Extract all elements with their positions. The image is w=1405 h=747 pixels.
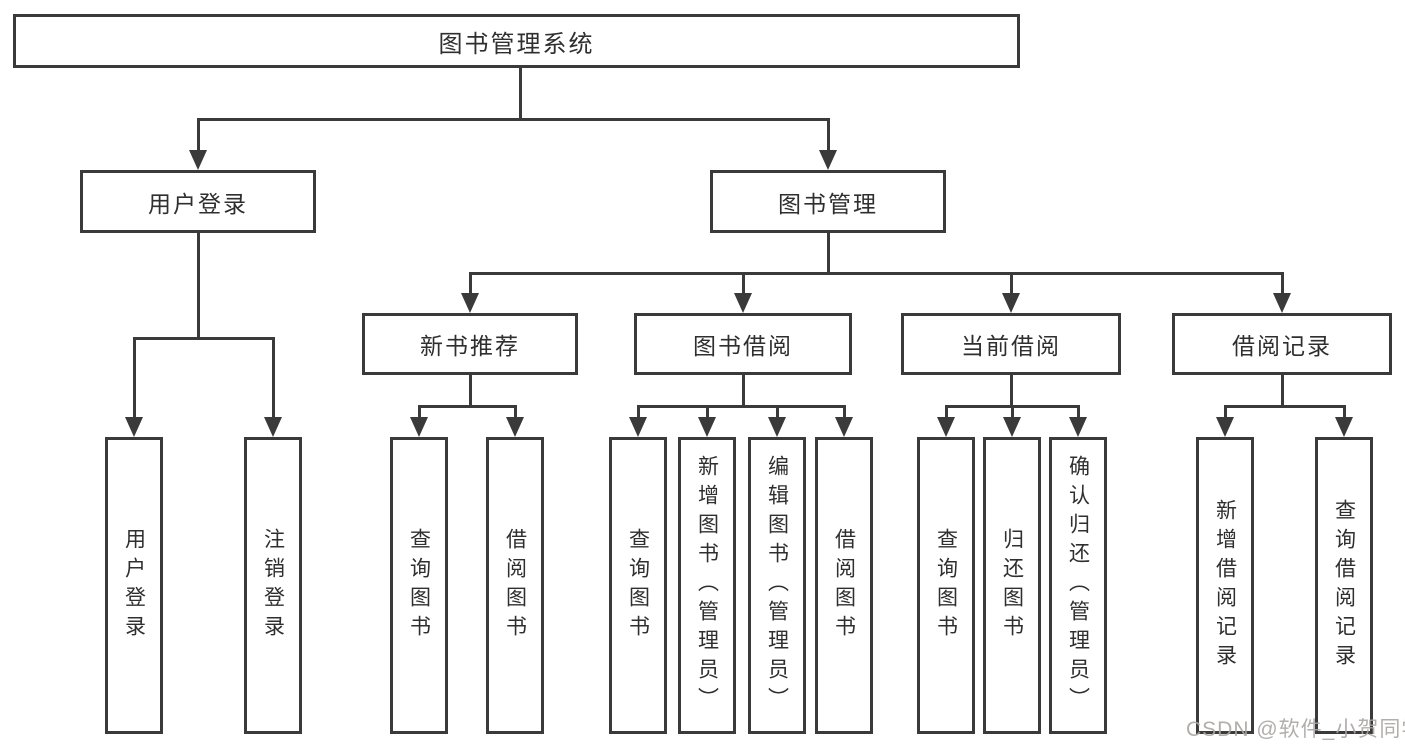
arrowhead-leaf-query-books-3 (937, 417, 955, 437)
leaf-add-books-admin: 新增图书（管理员） (678, 437, 736, 734)
csdn-watermark: CSDN @软件_小贺同学 (1186, 718, 1405, 741)
connector-to-leaf-confirm-return (1077, 405, 1080, 419)
connector-user-login-stem (197, 233, 200, 337)
arrowhead-leaf-edit-books (768, 417, 786, 437)
connector-book-mgmt-stem (827, 233, 830, 272)
arrowhead-user-login (189, 150, 207, 170)
connector-to-book-borrow (742, 272, 745, 295)
leaf-borrow-books-recommend: 借阅图书 (486, 437, 544, 734)
node-book-management-label: 图书管理 (778, 190, 878, 217)
connector-to-leaf-query-record (1343, 405, 1346, 419)
connector-book-borrow-stem (742, 375, 745, 405)
leaf-logout: 注销登录 (244, 437, 302, 734)
node-new-book-recommend: 新书推荐 (362, 313, 578, 375)
connector-to-leaf-borrow-books-2 (843, 405, 846, 419)
arrowhead-book-borrow (734, 293, 752, 313)
arrowhead-leaf-return-books (1003, 417, 1021, 437)
node-book-management: 图书管理 (710, 170, 946, 233)
connector-current-borrow-stem (1010, 375, 1013, 405)
connector-root-hbar (197, 118, 830, 121)
node-user-login: 用户登录 (80, 170, 316, 233)
leaf-add-borrow-record: 新增借阅记录 (1196, 437, 1254, 734)
arrowhead-leaf-add-record (1216, 417, 1234, 437)
leaf-return-books: 归还图书 (983, 437, 1041, 734)
arrowhead-leaf-borrow-books-2 (835, 417, 853, 437)
arrowhead-leaf-query-books-1 (410, 417, 428, 437)
arrowhead-leaf-query-books-2 (629, 417, 647, 437)
leaf-add-borrow-record-label: 新增借阅记录 (1213, 498, 1237, 673)
connector-new-book-stem (469, 375, 472, 405)
leaf-edit-books-admin-label: 编辑图书（管理员） (765, 455, 789, 716)
connector-to-leaf-edit-books (776, 405, 779, 419)
connector-book-borrow-hbar (638, 405, 845, 408)
connector-root-to-user-login (197, 118, 200, 153)
connector-to-borrow-records (1281, 272, 1284, 295)
connector-to-leaf-query-books-1 (418, 405, 421, 419)
node-root: 图书管理系统 (13, 14, 1020, 68)
connector-root-to-book-mgmt (827, 118, 830, 153)
leaf-return-books-label: 归还图书 (1000, 527, 1024, 644)
connector-to-leaf-borrow-books-1 (514, 405, 517, 419)
connector-to-leaf-query-books-2 (637, 405, 640, 419)
leaf-user-login-label: 用户登录 (122, 527, 146, 644)
connector-to-leaf-return-books (1011, 405, 1014, 419)
arrowhead-leaf-query-record (1335, 417, 1353, 437)
connector-to-new-book (469, 272, 472, 295)
connector-user-login-hbar (133, 337, 275, 340)
node-user-login-label: 用户登录 (148, 190, 248, 217)
node-borrow-records: 借阅记录 (1172, 313, 1392, 375)
arrowhead-current-borrow (1002, 293, 1020, 313)
leaf-query-books-current-label: 查询图书 (934, 527, 958, 644)
leaf-query-borrow-record-label: 查询借阅记录 (1332, 498, 1356, 673)
connector-borrow-records-stem (1281, 375, 1284, 405)
node-book-borrow: 图书借阅 (634, 313, 852, 375)
connector-to-leaf-login (133, 337, 136, 419)
node-root-label: 图书管理系统 (438, 30, 595, 58)
connector-to-current-borrow (1010, 272, 1013, 295)
leaf-query-books-recommend-label: 查询图书 (407, 527, 431, 644)
leaf-user-login: 用户登录 (105, 437, 163, 734)
leaf-query-books-borrow: 查询图书 (609, 437, 667, 734)
leaf-borrow-books-label: 借阅图书 (832, 527, 856, 644)
arrowhead-leaf-confirm-return (1069, 417, 1087, 437)
connector-new-book-hbar (419, 405, 516, 408)
connector-book-mgmt-hbar (470, 272, 1283, 275)
connector-to-leaf-logout (272, 337, 275, 419)
node-book-borrow-label: 图书借阅 (693, 333, 793, 359)
leaf-borrow-books-recommend-label: 借阅图书 (503, 527, 527, 644)
arrowhead-new-book (461, 293, 479, 313)
leaf-borrow-books: 借阅图书 (815, 437, 873, 734)
connector-to-leaf-add-books (706, 405, 709, 419)
connector-to-leaf-query-books-3 (945, 405, 948, 419)
connector-borrow-records-hbar (1225, 405, 1345, 408)
arrowhead-leaf-borrow-books-1 (506, 417, 524, 437)
arrowhead-leaf-login (125, 417, 143, 437)
node-new-book-recommend-label: 新书推荐 (420, 333, 520, 359)
leaf-query-books-recommend: 查询图书 (390, 437, 448, 734)
arrowhead-leaf-add-books (698, 417, 716, 437)
leaf-query-books-current: 查询图书 (917, 437, 975, 734)
connector-root-stem (519, 68, 522, 118)
node-current-borrow: 当前借阅 (901, 313, 1121, 375)
node-borrow-records-label: 借阅记录 (1232, 333, 1332, 359)
arrowhead-borrow-records (1273, 293, 1291, 313)
connector-to-leaf-add-record (1224, 405, 1227, 419)
leaf-edit-books-admin: 编辑图书（管理员） (748, 437, 806, 734)
leaf-logout-label: 注销登录 (261, 527, 285, 644)
node-current-borrow-label: 当前借阅 (961, 333, 1061, 359)
arrowhead-leaf-logout (264, 417, 282, 437)
leaf-confirm-return-admin-label: 确认归还（管理员） (1066, 455, 1090, 716)
leaf-confirm-return-admin: 确认归还（管理员） (1049, 437, 1107, 734)
leaf-query-books-borrow-label: 查询图书 (626, 527, 650, 644)
leaf-add-books-admin-label: 新增图书（管理员） (695, 455, 719, 716)
arrowhead-book-mgmt (819, 150, 837, 170)
leaf-query-borrow-record: 查询借阅记录 (1315, 437, 1373, 734)
